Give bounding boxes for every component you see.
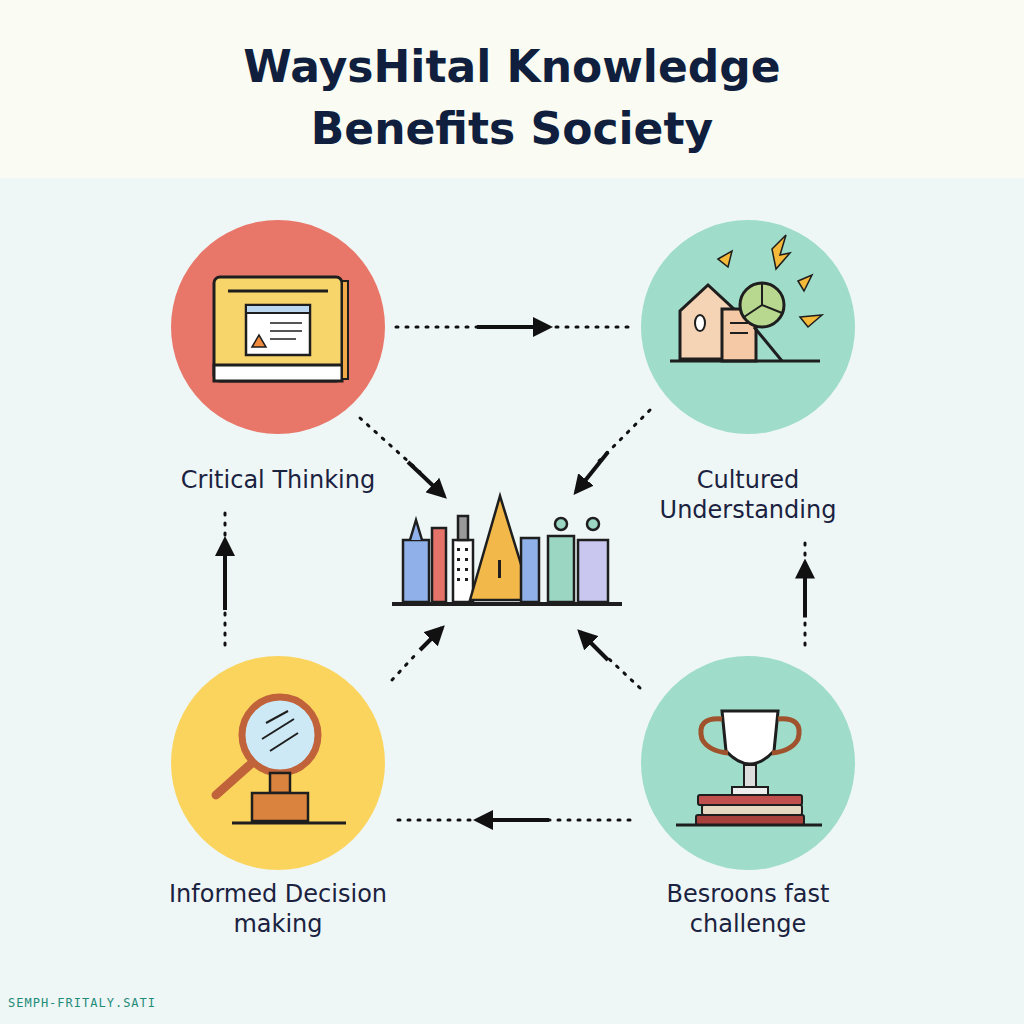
benefit-circle: Besroons fast challenge [618,655,878,939]
watermark: SEMPH-FRITALY.SATI [8,996,156,1010]
flow-arrow [396,820,630,821]
circle-shape [640,219,856,435]
benefit-icon [670,235,822,361]
benefit-icon [676,711,822,825]
benefit-label: Informed Decision making [148,879,408,939]
flow-arrow [805,535,806,645]
benefit-icon [214,277,348,381]
benefit-circle: Cultured Understanding [618,219,878,525]
circle-shape [170,655,386,871]
flow-arrow [225,505,226,645]
circle-shape [640,655,856,871]
title-area: WaysHital Knowledge Benefits Society [112,36,912,160]
benefit-label: Critical Thinking [148,465,408,495]
benefit-circle: Critical Thinking [148,219,408,495]
benefit-label: Besroons fast challenge [618,879,878,939]
diagram-title: WaysHital Knowledge Benefits Society [192,36,832,160]
benefit-icon [216,697,346,823]
benefit-label: Cultured Understanding [618,465,878,525]
flow-arrow [396,327,630,328]
benefit-circle: Informed Decision making [148,655,408,939]
circle-shape [170,219,386,435]
